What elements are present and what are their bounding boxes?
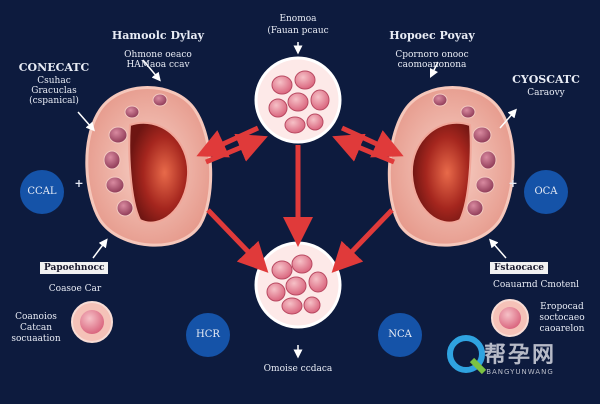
right-cell-sub-2: caomoanonona <box>397 60 467 70</box>
white-arrows <box>77 42 517 359</box>
small-cell-left <box>71 301 113 343</box>
right-cell <box>387 86 515 247</box>
right-cell-sub-1: Cpornoro onooc <box>395 50 469 60</box>
left-cell-title: Hamoolc Dylay <box>111 29 205 42</box>
right-title: CYOSCATC <box>512 73 580 86</box>
watermark-en: BANGYUNWANG <box>486 368 554 376</box>
small-cell-right <box>491 299 529 337</box>
left-sub-1: Csuhac <box>37 76 71 86</box>
left-tag: Papoehnocc <box>40 262 109 274</box>
plus-right: + <box>508 177 518 190</box>
left-cell <box>85 86 213 247</box>
left-title: CONECATC <box>18 61 90 74</box>
red-arrows <box>196 125 404 273</box>
right-small-1: Coauarnd Cmotenl <box>492 280 579 290</box>
bottom-label: Omoise ccdaca <box>263 364 333 374</box>
left-small-3: Catcan <box>19 323 53 333</box>
left-cell-sub-2: HAMaoa ccav <box>126 60 190 70</box>
watermark: 帮孕网 BANGYUNWANG <box>483 343 556 377</box>
top-cluster <box>254 56 342 144</box>
left-sub-3: (cspanical) <box>29 96 79 106</box>
top-sub: (Fauan pcauc <box>267 26 329 36</box>
left-sub-2: Gracuclas <box>31 86 77 96</box>
bottom-cluster <box>254 241 342 329</box>
right-small-2: Eropocad <box>540 302 584 312</box>
blue-nodes <box>20 170 568 357</box>
right-small-3: soctocaeo <box>539 313 585 323</box>
top-title: Enomoa <box>279 14 317 24</box>
left-small-1: Coasoe Car <box>48 284 102 294</box>
left-cell-sub-1: Ohmone oeaco <box>124 50 192 60</box>
right-sub: Caraovy <box>527 88 565 98</box>
watermark-logo <box>447 335 487 375</box>
right-small-4: caoarelon <box>539 324 585 334</box>
right-cell-title: Hopoec Poyay <box>389 29 475 42</box>
left-small-4: socuaation <box>11 334 61 344</box>
watermark-cn: 帮孕网 <box>483 343 556 368</box>
left-small-2: Coanoios <box>15 312 57 322</box>
right-tag: Fstaocace <box>490 262 548 274</box>
plus-left: + <box>74 177 84 190</box>
